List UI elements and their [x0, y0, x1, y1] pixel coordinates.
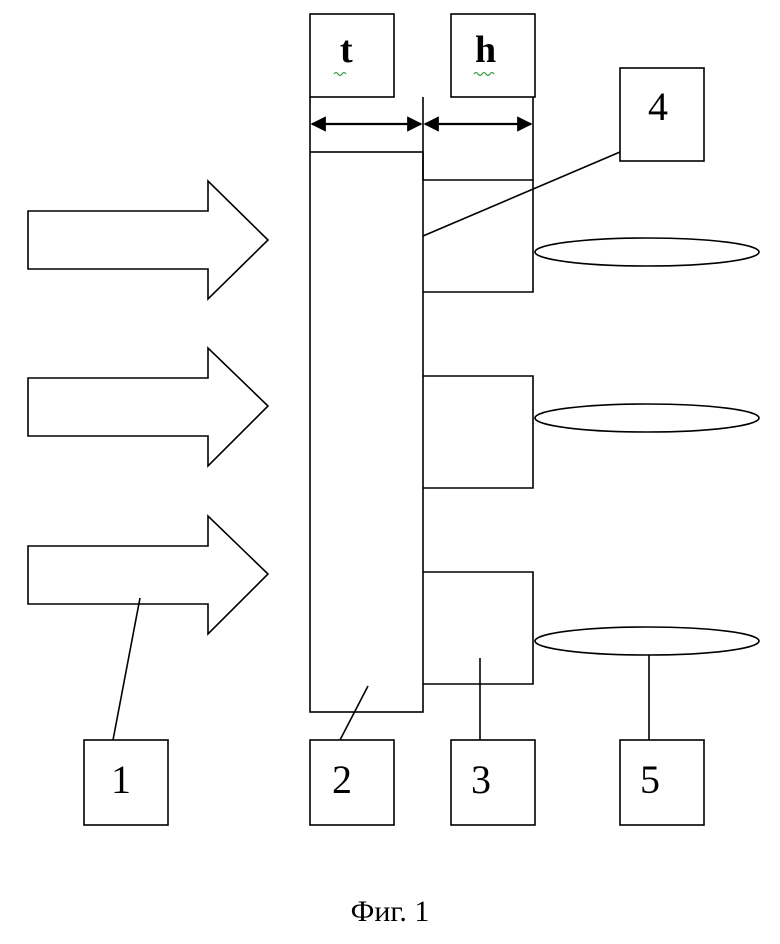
height-label: h — [475, 29, 496, 71]
ellipse-bottom — [535, 627, 759, 655]
arrow-bottom — [28, 516, 268, 634]
main-plate — [310, 152, 423, 712]
thickness-squiggle — [334, 73, 346, 76]
height-squiggle — [474, 73, 494, 76]
ellipse-top — [535, 238, 759, 266]
blocks-ref-label: 3 — [471, 757, 491, 802]
ellipse-middle — [535, 404, 759, 432]
block-middle — [423, 376, 533, 488]
plate-ref-box — [310, 740, 394, 825]
arrows-ref-leader — [113, 598, 140, 740]
ellipses-ref-box — [620, 740, 704, 825]
figure-caption: Фиг. 1 — [351, 895, 430, 928]
line-ref-leader — [423, 152, 620, 236]
thickness-label: t — [340, 29, 353, 71]
arrow-middle — [28, 348, 268, 466]
blocks-ref-box — [451, 740, 535, 825]
arrow-top — [28, 181, 268, 299]
line-ref-label: 4 — [648, 84, 668, 129]
plate-ref-leader — [340, 686, 368, 740]
block-bottom — [423, 572, 533, 684]
plate-ref-label: 2 — [332, 757, 352, 802]
ellipses-ref-label: 5 — [640, 757, 660, 802]
arrows-ref-label: 1 — [111, 757, 131, 802]
